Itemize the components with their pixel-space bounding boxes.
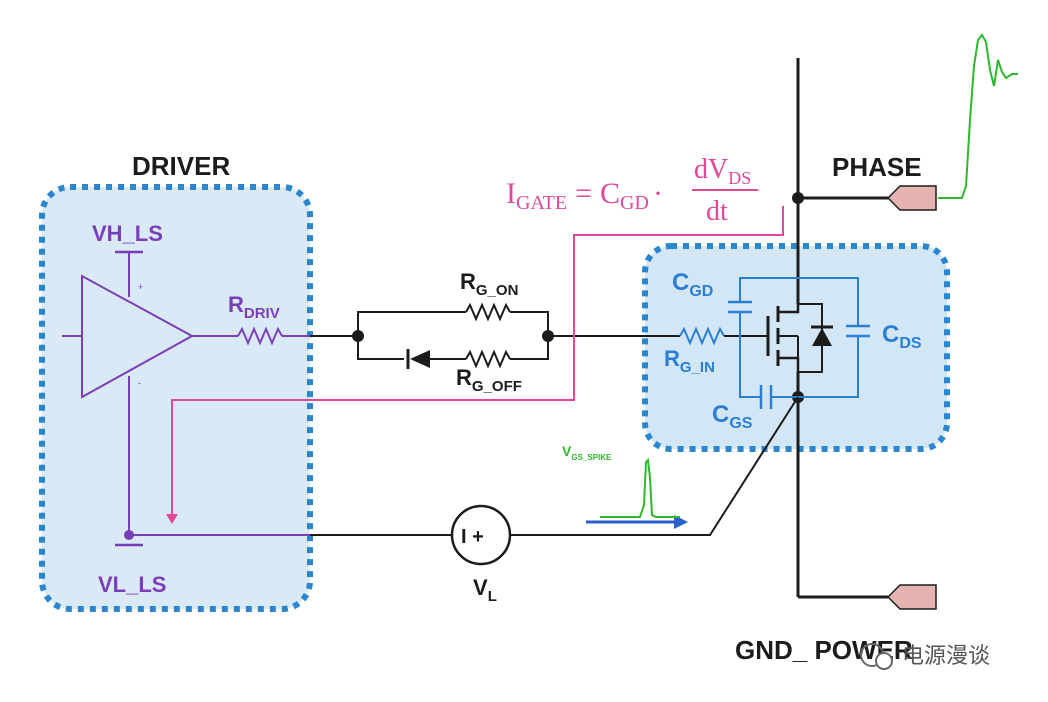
vh-pin-mark: + (138, 282, 143, 292)
rg-on-label: RG_ON (460, 269, 518, 299)
gnd-terminal (886, 584, 937, 610)
eq-lhs-main: I (506, 177, 516, 210)
eq-rhs-sub: GD (620, 192, 649, 214)
rg-off-label-main: R (456, 365, 472, 390)
cgd-wire-top (739, 277, 798, 302)
cds-wire-bot (798, 336, 859, 398)
rdriv-label: RDRIV (228, 292, 280, 322)
rg-in-label-main: R (664, 346, 680, 371)
cgd-label-sub: GD (689, 283, 713, 300)
return-wire-right (510, 396, 799, 536)
watermark-text: 电源漫谈 (902, 644, 990, 669)
igate-arrow-head (166, 514, 178, 524)
rg-off-diode (410, 350, 430, 368)
cgd-label-main: C (672, 269, 689, 296)
eq-denominator: dt (706, 196, 728, 227)
cds-wire-top (798, 277, 859, 326)
rg-off-branch-left (357, 336, 404, 360)
cgs-label: CGS (712, 401, 753, 432)
eq-num-main: dV (694, 154, 728, 185)
cds-label: CDS (882, 321, 922, 352)
rg-on-label-sub: G_ON (476, 282, 519, 299)
eq-numerator: dVDS (694, 154, 751, 188)
eq-num-sub: DS (728, 168, 751, 188)
rg-in-label: RG_IN (664, 346, 715, 376)
vgs-spike-arrow-head (674, 515, 688, 529)
rg-off-label: RG_OFF (456, 365, 522, 395)
rdriv-label-sub: DRIV (244, 305, 280, 322)
igate-equation: IGATE =CGD· (506, 177, 663, 214)
vl-ls-label: VL_LS (98, 572, 166, 597)
cds-label-sub: DS (899, 335, 922, 352)
cgs-label-sub: GS (729, 415, 752, 432)
cgs-wire-left (739, 336, 761, 398)
vl-label-sub: L (488, 588, 497, 605)
body-diode (812, 328, 832, 346)
vgs-spike-label-sub: GS_SPIKE (571, 453, 612, 462)
vl-label-main: V (473, 575, 488, 600)
rdriv-resistor (237, 326, 283, 346)
rg-on-branch-right (510, 311, 549, 336)
eq-lhs-sub: GATE (516, 192, 567, 214)
rg-off-resistor (465, 349, 511, 369)
mosfet-drain-lead (778, 304, 800, 314)
phase-terminal (886, 185, 937, 211)
rg-on-label-main: R (460, 269, 476, 294)
vl-source-sign: I + (461, 526, 484, 548)
rg-off-branch-right (510, 336, 549, 360)
vgs-spike-label: VGS_SPIKE (562, 443, 612, 462)
eq-equals: = (575, 177, 592, 210)
driver-title: DRIVER (132, 151, 230, 181)
rg-in-resistor (679, 326, 725, 346)
igate-current-path (171, 206, 784, 516)
cgs-label-main: C (712, 401, 729, 428)
phase-waveform (938, 33, 1018, 199)
rg-off-label-sub: G_OFF (472, 378, 522, 395)
watermark-logo-icon-b (875, 652, 893, 670)
eq-rhs-main: C (600, 177, 620, 210)
rg-on-resistor (465, 302, 511, 322)
vgs-spike-waveform (600, 457, 680, 518)
eq-dot: · (653, 177, 663, 210)
watermark: 电源漫谈 (860, 643, 990, 670)
cgd-label: CGD (672, 269, 713, 300)
vgs-spike-label-main: V (562, 443, 572, 459)
driver-block (39, 184, 313, 612)
rg-in-label-sub: G_IN (680, 359, 715, 376)
cds-label-main: C (882, 321, 899, 348)
vl-label: VL (473, 575, 497, 605)
vh-ls-label: VH_LS (92, 221, 163, 246)
rdriv-label-main: R (228, 292, 244, 317)
vl-pin-mark: - (138, 378, 141, 388)
rg-on-branch-left (357, 311, 466, 336)
mosfet-block (642, 243, 950, 452)
phase-label: PHASE (832, 152, 922, 182)
